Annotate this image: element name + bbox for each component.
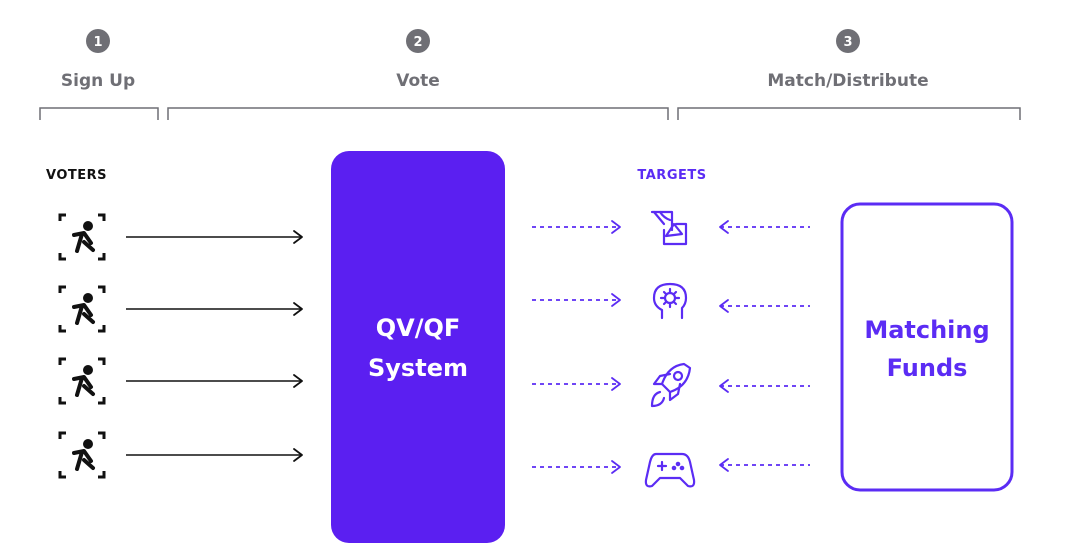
voter-arrow	[126, 448, 303, 462]
step-3-bracket	[677, 107, 1021, 120]
voter-arrow	[126, 230, 303, 244]
step-1: 1 Sign Up	[39, 29, 159, 120]
voter-person-icon	[58, 357, 106, 405]
step-2-bracket	[167, 107, 669, 120]
funds-title-line2: Funds	[887, 354, 968, 382]
voters-heading: VOTERS	[46, 168, 107, 183]
target-incoming-arrows	[532, 220, 621, 474]
system-title-line1: QV/QF	[376, 314, 461, 342]
voter-arrow	[126, 374, 303, 388]
qv-qf-system-box: QV/QF System	[331, 151, 505, 543]
gamepad-icon	[644, 452, 696, 488]
step-3: 3 Match/Distribute	[677, 29, 1021, 120]
step-2: 2 Vote	[167, 29, 669, 120]
head-gear-icon	[652, 282, 688, 320]
voter-person-icon	[58, 285, 106, 333]
step-1-bracket	[39, 107, 159, 120]
funds-title-line1: Matching	[864, 316, 989, 344]
target-icons	[644, 210, 696, 488]
dashed-arrow-left	[719, 220, 810, 234]
dashed-arrow-right	[532, 220, 621, 234]
step-3-badge	[836, 29, 860, 53]
dashed-arrow-right	[532, 377, 621, 391]
dashed-arrow-left	[719, 299, 810, 313]
easel-art-icon	[650, 210, 688, 246]
voter-arrows	[126, 230, 303, 462]
step-1-number: 1	[93, 35, 102, 50]
matching-funds-box: Matching Funds	[840, 202, 1014, 492]
step-1-badge	[86, 29, 110, 53]
voter-person-icon	[58, 431, 106, 479]
rocket-icon	[650, 362, 692, 408]
target-funding-arrows	[719, 220, 810, 472]
dashed-arrow-left	[719, 458, 810, 472]
voter-arrow	[126, 302, 303, 316]
dashed-arrow-right	[532, 460, 621, 474]
voter-person-icon	[58, 213, 106, 261]
step-2-badge	[406, 29, 430, 53]
voter-list	[58, 213, 106, 479]
step-3-number: 3	[843, 35, 852, 50]
step-2-label: Vote	[396, 71, 440, 91]
step-3-label: Match/Distribute	[767, 71, 928, 91]
step-2-number: 2	[413, 35, 422, 50]
step-1-label: Sign Up	[61, 71, 135, 91]
dashed-arrow-right	[532, 293, 621, 307]
dashed-arrow-left	[719, 379, 810, 393]
system-title-line2: System	[368, 354, 468, 382]
targets-heading: TARGETS	[637, 168, 706, 183]
